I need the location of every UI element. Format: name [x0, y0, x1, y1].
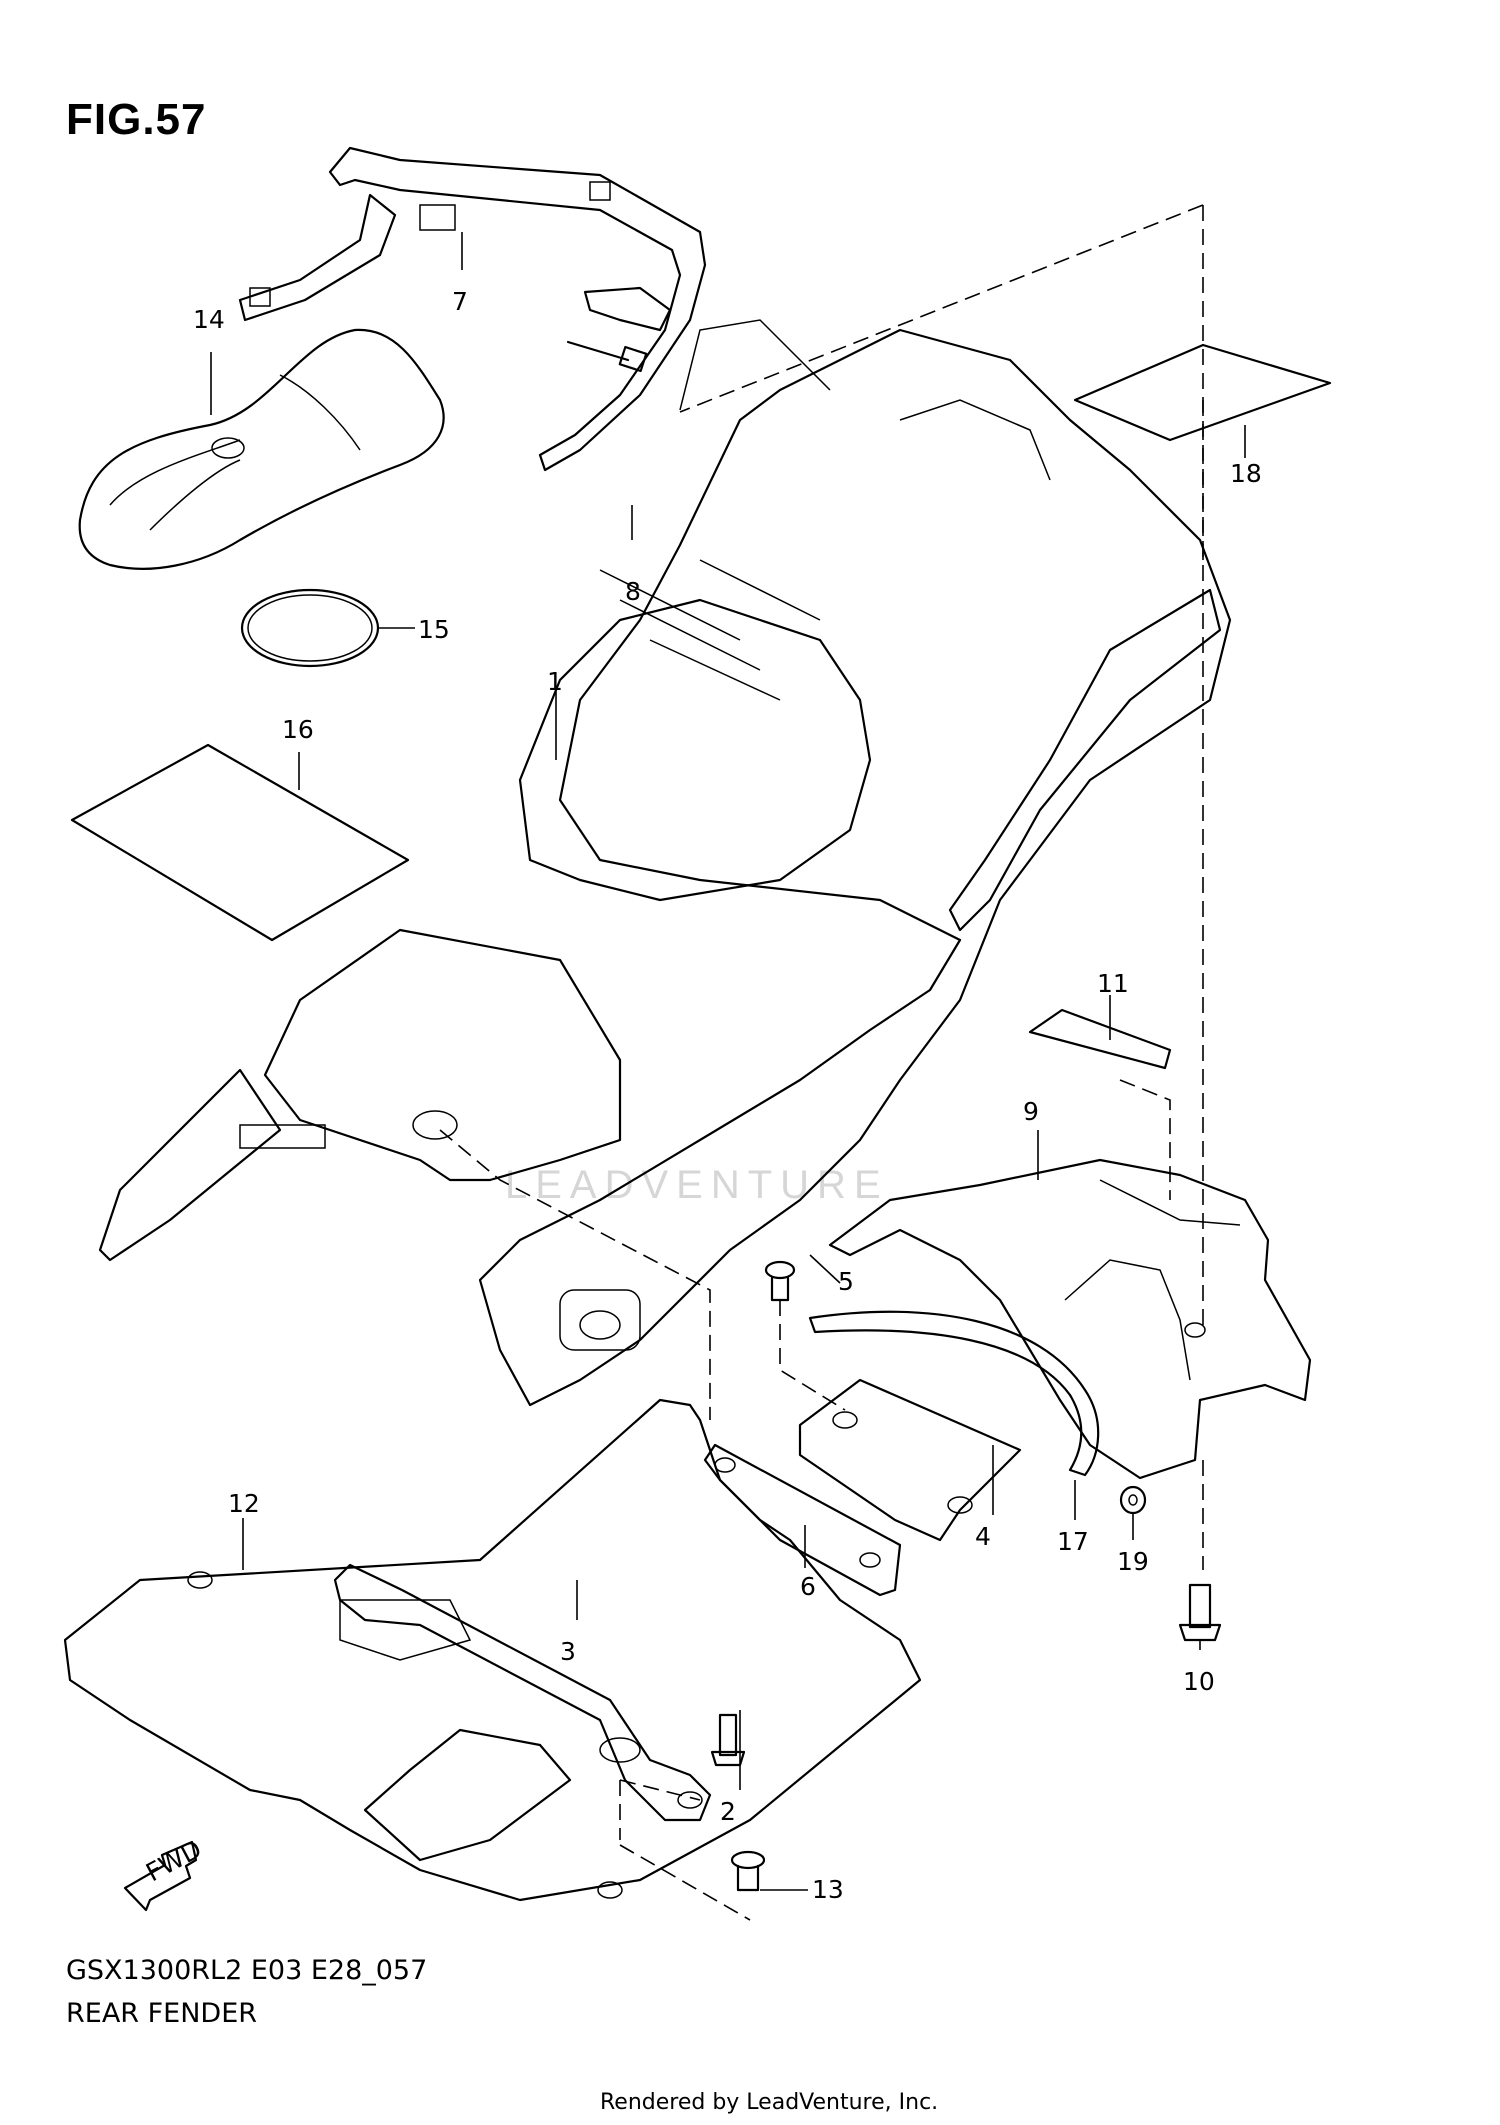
part-15-ring — [240, 588, 380, 668]
assembly-lines — [439, 204, 1204, 1921]
fwd-arrow-icon: FWD — [123, 1834, 206, 1912]
callout-10: 10 — [1183, 1667, 1215, 1696]
callout-7: 7 — [452, 287, 468, 316]
callout-6: 6 — [800, 1572, 816, 1601]
part-5-clip — [764, 1260, 796, 1302]
callout-numbers: 1 2 3 4 5 6 7 8 9 10 11 12 13 14 15 16 1… — [193, 287, 1262, 1904]
render-credit: Rendered by LeadVenture, Inc. — [600, 2090, 939, 2115]
part-17-strip — [808, 1310, 1100, 1477]
model-code: GSX1300RL2 E03 E28_057 — [66, 1955, 428, 1986]
callout-11: 11 — [1097, 969, 1129, 998]
watermark-text: LEADVENTURE — [505, 1163, 889, 1207]
part-1-rear-fender — [98, 319, 1232, 1407]
callout-18: 18 — [1230, 459, 1262, 488]
callout-16: 16 — [282, 715, 314, 744]
leader-lines — [210, 232, 1246, 1891]
callout-13: 13 — [812, 1875, 844, 1904]
part-14-seat-cover — [78, 328, 445, 570]
callout-3: 3 — [560, 1637, 576, 1666]
callout-14: 14 — [193, 305, 225, 334]
callout-2: 2 — [720, 1797, 736, 1826]
part-18-sheet — [1073, 343, 1332, 442]
part-7-grab-rail — [238, 146, 707, 472]
part-8-bolt — [566, 340, 648, 373]
part-4-bracket — [798, 1378, 1022, 1542]
fwd-label: FWD — [141, 1834, 206, 1887]
part-9-rear-cover — [828, 1158, 1312, 1480]
part-12-undertray — [63, 1398, 922, 1902]
callout-12: 12 — [228, 1489, 260, 1518]
part-10-bolt — [1178, 1583, 1222, 1642]
part-19-washer — [1119, 1485, 1147, 1515]
part-15-ring-inner — [247, 594, 373, 662]
callout-9: 9 — [1023, 1097, 1039, 1126]
callout-17: 17 — [1057, 1527, 1089, 1556]
callout-19: 19 — [1117, 1547, 1149, 1576]
part-13-clip — [730, 1850, 766, 1892]
diagram-name: REAR FENDER — [66, 1998, 258, 2029]
part-16-sheet — [70, 743, 410, 942]
callout-15: 15 — [418, 615, 450, 644]
callout-8: 8 — [625, 577, 641, 606]
callout-5: 5 — [838, 1267, 854, 1296]
part-11-pad — [1028, 1008, 1172, 1070]
figure-title: FIG.57 — [66, 95, 207, 144]
callout-1: 1 — [547, 667, 563, 696]
callout-4: 4 — [975, 1522, 991, 1551]
part-3-brace — [333, 1563, 712, 1822]
